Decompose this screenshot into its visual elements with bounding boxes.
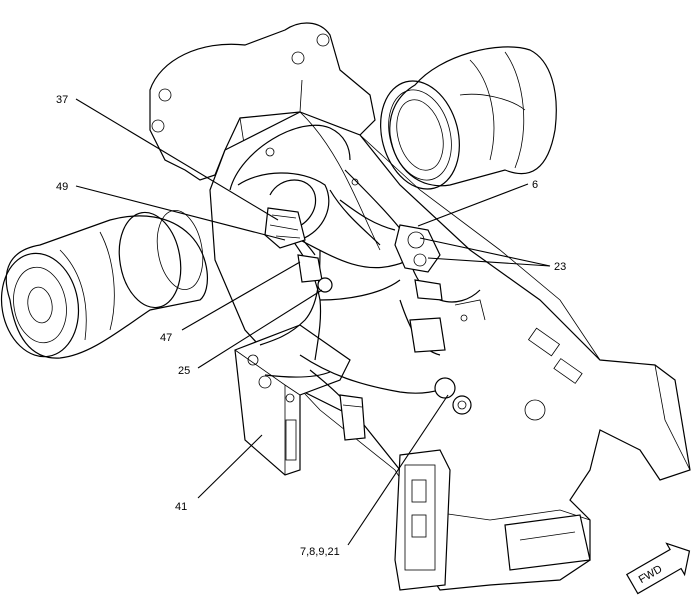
callout-labels: 37 49 6 23 47 25 41 7,8,9,21 xyxy=(56,94,566,558)
leader-23a xyxy=(419,237,551,267)
leader-47 xyxy=(181,261,301,331)
leader-37 xyxy=(75,98,279,221)
callout-25: 25 xyxy=(178,365,190,377)
harness-components xyxy=(264,147,486,441)
battery-box xyxy=(234,324,351,476)
leader-23b xyxy=(427,257,551,267)
callout-6: 6 xyxy=(532,179,538,191)
leader-7-8-9-21 xyxy=(347,394,449,546)
forward-arrow-icon: FWD xyxy=(625,542,691,595)
frame-end-plate xyxy=(394,449,591,591)
callout-37: 37 xyxy=(56,94,68,106)
callout-47: 47 xyxy=(160,332,172,344)
leader-49 xyxy=(75,185,286,241)
callout-49: 49 xyxy=(56,181,68,193)
leader-lines xyxy=(75,98,551,546)
leader-6 xyxy=(417,183,529,227)
left-wheel-hub xyxy=(0,210,208,359)
callout-23: 23 xyxy=(554,261,566,273)
callout-41: 41 xyxy=(175,501,187,513)
callout-7-8-9-21: 7,8,9,21 xyxy=(300,546,340,558)
leader-41 xyxy=(197,434,263,499)
right-wheel-hub xyxy=(380,46,557,190)
leader-25 xyxy=(197,289,323,369)
